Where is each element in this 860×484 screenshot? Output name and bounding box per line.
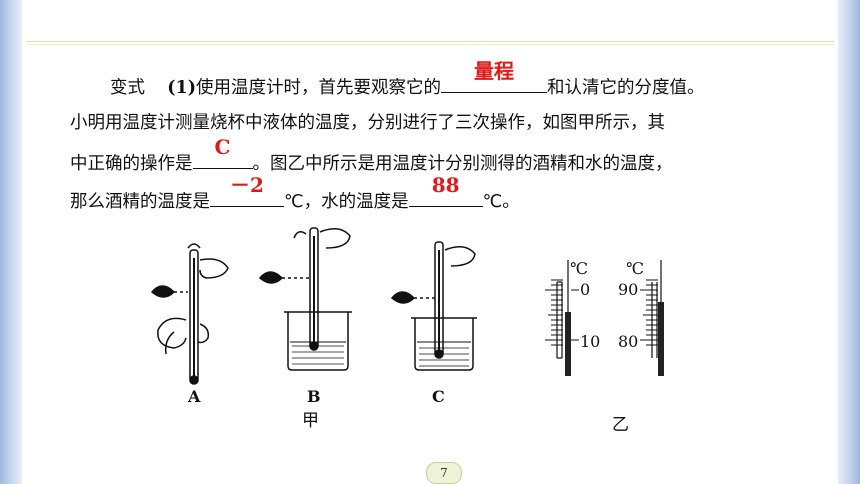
question-line-4: 那么酒精的温度是 －2 ℃，水的温度是 88 ℃。 [70,173,810,218]
answer-blank-alcohol: －2 [210,173,284,207]
water-unit: ℃ [626,259,644,278]
operation-a-illustration [150,243,229,385]
question-line-2: 小明用温度计测量烧杯中液体的温度，分别进行了三次操作，如图甲所示，其 [70,104,810,142]
right-side-bar [838,0,860,484]
question-text-2: 小明用温度计测量烧杯中液体的温度，分别进行了三次操作，如图甲所示，其 [70,113,665,133]
answer-operation: C [214,135,231,159]
water-thermometer [640,260,664,376]
eye-icon [390,291,416,304]
answer-alcohol-temp: －2 [230,173,264,197]
alcohol-thermometer [545,260,579,376]
label-a: A [187,387,201,406]
header-divider [26,41,834,42]
answer-water-temp: 88 [431,173,460,197]
operation-b-illustration [258,227,352,371]
alcohol-tick-bottom: 10 [580,332,600,351]
question-text-1a: 使用温度计时，首先要观察它的 [196,78,442,98]
answer-blank-water: 88 [408,173,483,207]
left-side-bar [0,0,22,484]
eye-icon [258,271,284,284]
question-text-1b: 和认清它的分度值。 [547,78,705,98]
question-text-3b: 。图乙中所示是用温度计分别测得的酒精和水的温度， [252,154,673,174]
page-number: 7 [426,462,462,484]
header-divider-secondary [26,44,834,45]
answer-blank-operation: C [192,135,253,169]
eye-icon [150,285,176,298]
answer-blank-range: 量程 [441,59,548,93]
answer-range: 量程 [474,59,515,83]
thermometer-figure: A B 甲 [130,220,670,440]
caption-yi: 乙 [612,415,629,435]
question-text-4b: ℃，水的温度是 [284,192,409,212]
question-text-4a: 那么酒精的温度是 [70,192,210,212]
caption-jia: 甲 [302,411,319,431]
alcohol-tick-top: 0 [580,280,590,299]
water-tick-bottom: 80 [618,332,638,351]
alcohol-unit: ℃ [570,259,588,278]
question-text-3a: 中正确的操作是 [70,154,193,174]
question-text-4c: ℃。 [482,192,520,212]
question-label: 变式 [110,78,145,98]
figure-svg: A B 甲 [150,227,664,435]
question-line-1: 变式 (1)使用温度计时，首先要观察它的 量程和认清它的分度值。 [70,59,810,104]
label-b: B [307,387,321,406]
operation-c-illustration [390,241,477,371]
label-c: C [432,387,445,406]
question-part: (1) [167,78,197,98]
water-tick-top: 90 [618,280,638,299]
question-line-3: 中正确的操作是 C 。图乙中所示是用温度计分别测得的酒精和水的温度， [70,135,810,180]
question-text: 变式 (1)使用温度计时，首先要观察它的 量程和认清它的分度值。 小明用温度计测量… [70,59,810,218]
